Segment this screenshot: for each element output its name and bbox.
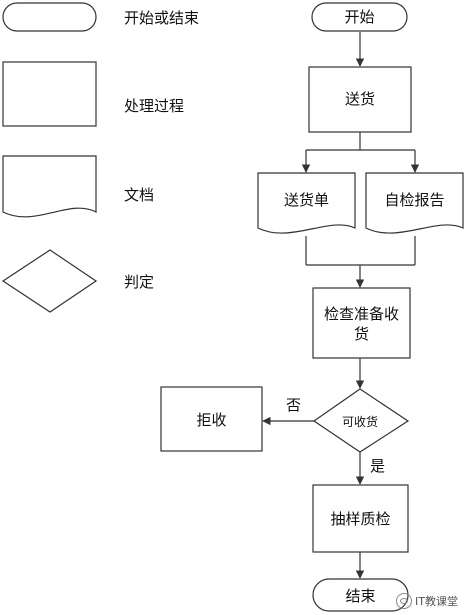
delivery-note-document bbox=[257, 172, 356, 234]
end-label: 结束 bbox=[345, 587, 376, 605]
watermark: IT教课堂 bbox=[396, 593, 458, 609]
sampling-label: 抽样质检 bbox=[330, 510, 391, 528]
reject-label: 拒收 bbox=[196, 411, 227, 429]
legend-decision-shape bbox=[1, 249, 98, 313]
deliver-process bbox=[308, 66, 412, 133]
deliver-label: 送货 bbox=[344, 90, 375, 108]
legend-document-label: 文档 bbox=[124, 186, 155, 204]
start-label: 开始 bbox=[344, 8, 375, 26]
legend-terminal-shape bbox=[2, 2, 97, 32]
start-terminal bbox=[311, 2, 408, 32]
can-receive-label: 可收货 bbox=[341, 415, 378, 429]
watermark-text: IT教课堂 bbox=[415, 595, 458, 608]
can-receive-decision bbox=[312, 388, 410, 453]
legend-decision-label: 判定 bbox=[124, 273, 155, 291]
legend-document-shape bbox=[2, 155, 97, 218]
self-report-label: 自检报告 bbox=[384, 191, 445, 209]
prepare-receive-process bbox=[312, 287, 411, 359]
self-report-document bbox=[365, 172, 464, 234]
prepare-receive-label: 检查准备收货 bbox=[323, 305, 399, 343]
wechat-icon bbox=[396, 593, 413, 609]
reject-process bbox=[160, 386, 263, 452]
no-branch-label: 否 bbox=[286, 396, 302, 414]
sampling-process bbox=[312, 484, 409, 553]
legend-process-label: 处理过程 bbox=[124, 97, 185, 115]
legend-terminal-label: 开始或结束 bbox=[124, 9, 200, 27]
legend-process-shape bbox=[2, 61, 97, 127]
delivery-note-label: 送货单 bbox=[283, 191, 329, 209]
yes-branch-label: 是 bbox=[370, 457, 386, 475]
